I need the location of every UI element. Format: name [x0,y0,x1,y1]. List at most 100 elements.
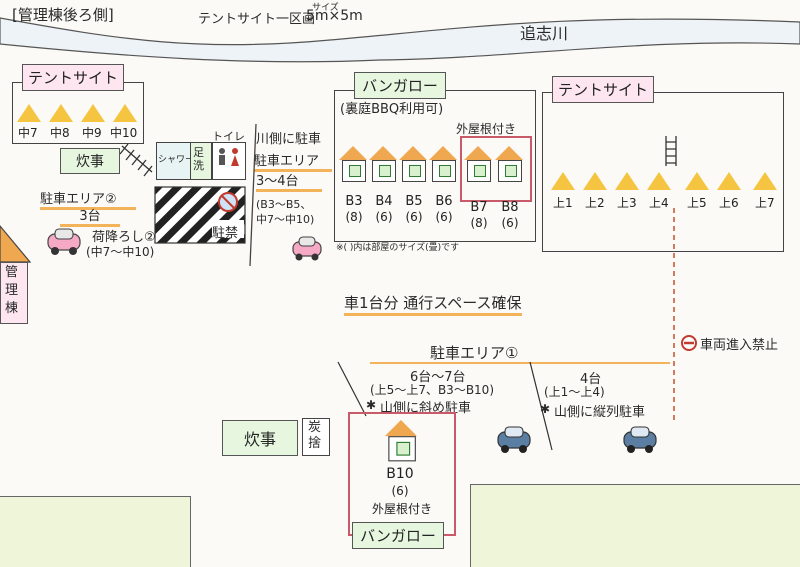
room-size-footnote: ※( )内は部屋のサイズ(畳)です [336,243,460,253]
bbq-note: (裏庭BBQ利用可) [340,102,444,117]
bungalow-size: (8) [470,216,488,230]
admin-building-label: 管理棟 [5,265,19,316]
charcoal-disposal-label: 炭捨 [308,420,322,451]
unload-range: (中7～中10) [86,245,155,259]
stairs-icon [665,136,677,166]
parking-area-1-right-count: 4台 [580,372,602,387]
tent-icon [551,172,575,190]
toilet-building [212,142,246,180]
bungalow-label: バンガロー [354,72,446,99]
parking-area-1-title: 駐車エリア① [430,344,519,362]
unload-area-2: 荷降ろし② [92,230,156,245]
parking-area-1-right-note-mark: ✱ [540,402,551,416]
roof-note: 外屋根付き [456,122,517,136]
tent-label: 上4 [649,196,669,210]
tent-icon [615,172,639,190]
parking-area-1-left-note-mark: ✱ [366,398,377,412]
grass-left [0,496,191,567]
left-cooking-label: 炊事 [60,148,120,174]
bungalow-id: B5 [405,194,423,209]
parking-area-1-right-range: (上1～上4) [544,385,605,399]
car-icon [497,426,531,453]
parking-area-1-right-note: 山側に縦列駐車 [554,405,646,420]
bungalow-icon [495,146,523,182]
parking-area-1-left-range: (上5～上7、B3～B10) [370,383,495,397]
river-band [0,17,800,63]
fence-line [249,123,257,267]
toilet-label: トイレ [212,130,245,143]
page-title: [管理棟後ろ側] [12,6,114,24]
tent-icon [583,172,607,190]
car-icon [292,236,322,261]
no-parking-label: 駐禁 [212,226,239,241]
bungalow-icon [429,146,457,182]
tent-label: 上7 [755,196,775,210]
parking-area-1-left-count: 6台～7台 [410,370,466,385]
bottom-cooking-label: 炊事 [222,420,298,456]
tent-icon [685,172,709,190]
bungalow-icon [464,146,492,182]
covered-roof-frame [460,136,532,202]
charcoal-disposal [302,418,330,456]
river-side-parking-count: 3～4台 [256,170,322,192]
bungalow-size: (6) [435,210,453,224]
tent-icon [717,172,741,190]
bungalow-id: B4 [375,194,393,209]
bottom-bungalow-label: バンガロー [352,522,444,549]
stairs-icon [119,143,153,177]
parking-area-2: 駐車エリア② [40,188,136,210]
river-side-parking-area: 駐車エリア [254,150,332,172]
foot-wash [190,142,212,180]
tent-label: 中9 [82,126,102,140]
tent-icon [17,104,41,122]
admin-building [0,262,28,324]
parking-area-1-line [370,362,670,364]
left-tent-site-label: テントサイト [22,64,124,91]
tent-label: 上5 [687,196,707,210]
bungalow-size: (6) [375,210,393,224]
tent-label: 上1 [553,196,573,210]
no-parking-zone [154,186,246,244]
right-tent-site-label: テントサイト [552,76,654,103]
car-icon [47,228,81,255]
site-subtitle: テントサイト一区画 [198,12,316,27]
bungalow-id: B7 [470,200,488,215]
site-size: 5m×5m [306,8,363,24]
tent-icon [81,104,105,122]
bungalow-size: (8) [345,210,363,224]
bungalow-size: (6) [501,216,519,230]
no-entry-label: 車両進入禁止 [700,338,779,353]
bungalow-icon [384,420,418,462]
toilet-icon [219,148,239,166]
tent-label: 上2 [585,196,605,210]
shower-label: シャワー [158,155,195,165]
size-ruby: サイズ [312,3,339,13]
tent-label: 中10 [110,126,138,140]
passage-note: 車1台分 通行スペース確保 [344,292,522,316]
river-side-parking-range2: 中7～中10) [256,213,315,226]
bungalow-icon [339,146,367,182]
tent-label: 上3 [617,196,637,210]
tent-label: 上6 [719,196,739,210]
bungalow-id: B8 [501,200,519,215]
bungalow-id: B6 [435,194,453,209]
tent-icon [113,104,137,122]
bungalow-icon [399,146,427,182]
car-icon [623,426,657,453]
tent-icon [753,172,777,190]
tent-label: 中7 [18,126,38,140]
parking-boundary-lines [337,361,553,451]
river-side-parking-range1: (B3～B5、 [256,198,312,211]
bungalow-icon [369,146,397,182]
river-name: 追志川 [520,24,569,43]
tent-icon [49,104,73,122]
bungalow-id: B3 [345,194,363,209]
grass-right [470,484,800,567]
parking-area-2-count: 3台 [60,205,120,227]
bungalow-b10-roof-note: 外屋根付き [371,502,432,516]
no-entry-icon [681,335,697,351]
bungalow-b10-id: B10 [386,466,414,482]
right-tent-site-area [542,92,784,252]
river-side-parking-title: 川側に駐車 [256,132,322,147]
bungalow-size: (6) [405,210,423,224]
